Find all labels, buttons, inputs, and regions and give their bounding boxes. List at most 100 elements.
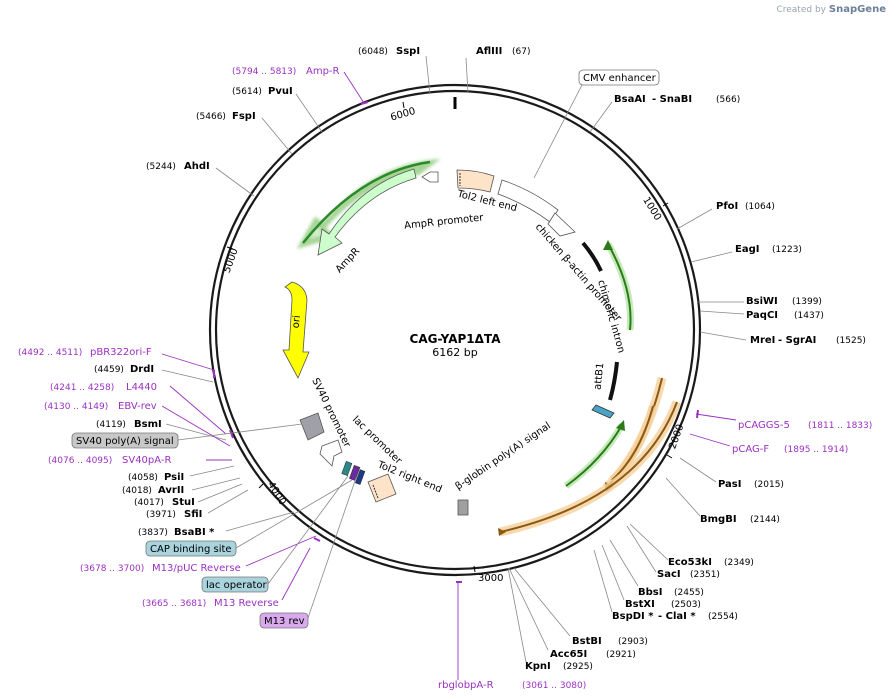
enzyme-bstBI[interactable]: BstBI <box>572 636 602 647</box>
enzyme-bmgBI[interactable]: BmgBI <box>700 514 737 525</box>
enzyme-bsaAI-pos: (566) <box>716 95 740 105</box>
enzyme-snaBI[interactable]: - SnaBI <box>652 94 692 105</box>
enzyme-kpnI-pos: (2925) <box>563 662 593 672</box>
feature-chimeric-intron[interactable] <box>607 243 632 331</box>
primer-pcag[interactable]: pCAG-F <box>732 444 769 455</box>
primer-ampr-range: (5794 .. 5813) <box>232 67 296 77</box>
enzyme-psiI[interactable]: PsiI <box>164 472 184 483</box>
enzyme-sspI[interactable]: SspI <box>396 46 420 57</box>
enzyme-bbsI[interactable]: BbsI <box>638 587 662 598</box>
label-cmv-enhancer: CMV enhancer <box>583 73 657 84</box>
primer-m13puc[interactable]: M13/pUC Reverse <box>152 563 241 574</box>
box-m13-rev-label: M13 rev <box>264 616 305 627</box>
tick-3000: 3000 <box>478 573 503 584</box>
enzyme-sacI[interactable]: SacI <box>657 569 681 580</box>
enzyme-bsmI[interactable]: BsmI <box>134 419 162 430</box>
primer-rbglob-range: (3061 .. 3080) <box>522 681 586 691</box>
enzyme-stuI[interactable]: StuI <box>172 497 195 508</box>
brand-name: SnapGene <box>828 4 886 15</box>
feature-sv40-polya[interactable] <box>299 412 325 441</box>
label-attb1: attB1 <box>593 362 607 390</box>
feature-ampr-promoter[interactable] <box>421 171 439 183</box>
enzyme-mreI-pos: (1525) <box>836 336 866 346</box>
primer-pcaggs[interactable]: pCAGGS-5 <box>738 420 790 431</box>
enzyme-psiI-pos: (4058) <box>128 473 158 483</box>
enzyme-aflIII[interactable]: AflIII <box>476 46 502 57</box>
primer-l4440[interactable]: L4440 <box>126 382 157 393</box>
feature-cap-site[interactable] <box>354 469 366 485</box>
primer-l4440-range: (4241 .. 4258) <box>50 383 114 393</box>
feature-green-arrow[interactable] <box>565 424 623 487</box>
primer-ampr[interactable]: Amp-R <box>306 66 340 77</box>
feature-m13-rev[interactable] <box>349 464 361 481</box>
snapgene-brand: Created by SnapGene <box>776 4 886 15</box>
backbone-inner <box>214 89 696 571</box>
enzyme-drdI[interactable]: DrdI <box>130 364 154 375</box>
feature-tol2-left[interactable] <box>456 169 495 193</box>
enzyme-pfoI[interactable]: PfoI <box>716 201 738 212</box>
enzyme-sacI-pos: (2351) <box>690 570 720 580</box>
primer-m13rev[interactable]: M13 Reverse <box>214 598 279 609</box>
enzyme-fspI[interactable]: FspI <box>232 111 256 122</box>
plasmid-size: 6162 bp <box>432 346 477 359</box>
feature-sv40-promoter[interactable] <box>319 439 343 467</box>
feature-lac-operator[interactable] <box>341 460 353 476</box>
enzyme-bsaAI[interactable]: BsaAI <box>614 94 646 105</box>
enzyme-bsiWI[interactable]: BsiWI <box>746 296 778 307</box>
box-m13-rev[interactable] <box>259 612 309 629</box>
enzyme-eco53kI[interactable]: Eco53kI <box>668 557 712 568</box>
box-lac-operator-label: lac operator <box>206 580 267 591</box>
feature-tol2-right[interactable] <box>367 473 397 503</box>
feature-orf-arrow-2[interactable] <box>611 405 654 481</box>
ampr-edge <box>302 160 431 244</box>
primer-pcag-range: (1895 .. 1914) <box>784 445 848 455</box>
enzyme-stuI-pos: (4017) <box>134 498 164 508</box>
enzyme-paqCI[interactable]: PaqCI <box>746 310 778 321</box>
enzyme-bstBI-pos: (2903) <box>618 637 648 647</box>
primer-pcaggs-range: (1811 .. 1833) <box>808 421 872 431</box>
feature-attb1[interactable] <box>591 404 615 419</box>
enzyme-drdI-pos: (4459) <box>94 365 124 375</box>
enzyme-eco53kI-pos: (2349) <box>724 558 754 568</box>
plasmid-name: CAG-YAP1ΔTA <box>410 332 502 346</box>
enzyme-acc65I-pos: (2921) <box>606 650 636 660</box>
enzyme-ahdI[interactable]: AhdI <box>184 161 210 172</box>
box-lac-operator[interactable] <box>201 576 269 593</box>
box-sv40-polya-label: SV40 poly(A) signal <box>76 436 174 447</box>
feature-orf-arrow-3[interactable] <box>499 401 678 533</box>
enzyme-sfiI-pos: (3971) <box>146 510 176 520</box>
enzyme-avrII[interactable]: AvrII <box>158 485 184 496</box>
feature-cba-promoter[interactable] <box>581 241 603 272</box>
enzyme-avrII-pos: (4018) <box>122 486 152 496</box>
enzyme-sgrAI[interactable]: - SgrAI <box>778 335 816 346</box>
cmv-enhancer-box[interactable] <box>578 69 660 86</box>
enzyme-bspDI[interactable]: BspDI * <box>612 611 654 622</box>
primer-sv40pa[interactable]: SV40pA-R <box>122 455 171 466</box>
primer-pbr322[interactable]: pBR322ori-F <box>90 347 152 358</box>
enzyme-pasI[interactable]: PasI <box>718 479 741 490</box>
primer-rbglob[interactable]: rbglobpA-R <box>438 680 494 691</box>
feature-ori[interactable] <box>282 281 310 379</box>
box-sv40-polya[interactable] <box>71 432 179 449</box>
box-cap-site[interactable] <box>145 540 237 557</box>
enzyme-sfiI[interactable]: SfiI <box>184 509 202 520</box>
enzyme-kpnI[interactable]: KpnI <box>525 661 551 672</box>
label-ampr-promoter: AmpR promoter <box>404 212 485 231</box>
feature-ampr[interactable] <box>317 168 417 256</box>
enzyme-mreI[interactable]: MreI <box>750 335 775 346</box>
enzyme-eagI[interactable]: EagI <box>735 244 759 255</box>
primer-ebv[interactable]: EBV-rev <box>118 401 157 412</box>
tick-4000: 4000 <box>265 480 288 507</box>
backbone-outer <box>208 83 702 577</box>
enzyme-claI[interactable]: - ClaI * <box>658 611 696 622</box>
boxed-labels: SV40 poly(A) signal CAP binding site lac… <box>71 423 357 629</box>
label-sv40-promoter: SV40 promoter <box>309 376 352 449</box>
enzyme-bsaBI[interactable]: BsaBI * <box>174 527 215 538</box>
enzyme-bstXI[interactable]: BstXI <box>625 599 655 610</box>
enzyme-fspI-pos: (5466) <box>196 112 226 122</box>
feature-beta-globin-box[interactable] <box>457 499 469 516</box>
enzyme-acc65I[interactable]: Acc65I <box>550 649 587 660</box>
enzyme-bspDI-pos: (2554) <box>708 612 738 622</box>
enzyme-pvuI[interactable]: PvuI <box>268 86 293 97</box>
feature-black-segment <box>608 361 619 401</box>
